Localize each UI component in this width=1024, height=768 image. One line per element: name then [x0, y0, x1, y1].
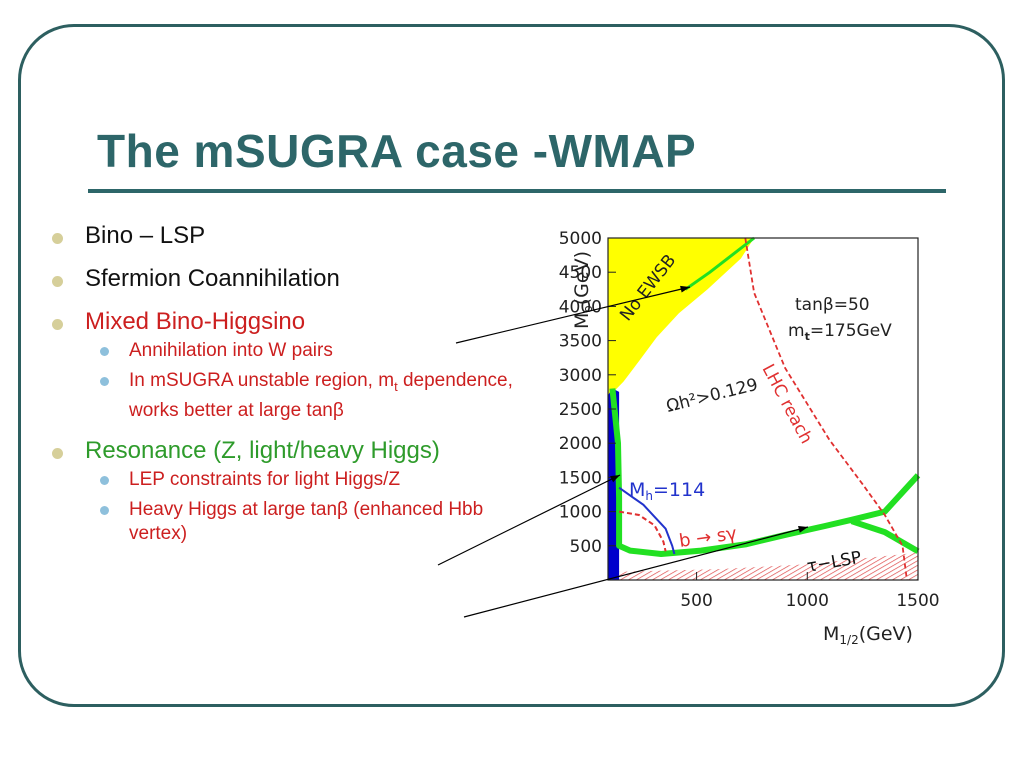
y-tick-label: 2500	[559, 400, 602, 420]
wmap-upper-line	[684, 236, 756, 291]
lhc-reach-line	[744, 237, 908, 581]
x-tick-label: 1000	[786, 591, 829, 611]
mt-label-val: =175GeV	[810, 321, 892, 341]
stau-lsp-region	[619, 552, 918, 580]
sub-bullet-item: Annihilation into W pairs	[47, 339, 517, 363]
sub-bullet-dot	[100, 505, 109, 515]
bsg-curve	[618, 510, 667, 552]
mh-label: Mh=114	[629, 479, 705, 503]
no-ewsb-region	[608, 238, 755, 396]
arrow-resonance-heavy-head	[798, 526, 808, 533]
mt-label: mt=175GeV	[788, 321, 892, 343]
sub-bullet-subscript: t	[394, 378, 398, 394]
bullet-dot	[52, 276, 63, 287]
sub-bullet-item: Heavy Higgs at large tanβ (enhanced Hbb …	[47, 498, 517, 546]
bullet-text: Sfermion Coannihilation	[85, 265, 340, 292]
mh-label-sub: h	[645, 489, 653, 503]
sub-bullet-text: Heavy Higgs at large tanβ (enhanced Hbb …	[129, 498, 484, 544]
title-underline	[88, 189, 946, 193]
y-tick-label: 2000	[559, 434, 602, 454]
slide-title: The mSUGRA case -WMAP	[97, 125, 697, 177]
sub-bullet-text-cont: dependence, works better at large tanβ	[129, 370, 513, 421]
y-tick-label: 1000	[559, 503, 602, 523]
bullet-item: Resonance (Z, light/heavy Higgs) LEP con…	[47, 435, 517, 546]
slide-frame	[18, 24, 1005, 707]
sub-bullet-item: In mSUGRA unstable region, mt dependence…	[47, 369, 517, 423]
bullet-text: Bino – LSP	[85, 222, 206, 249]
sub-bullet-text: Annihilation into W pairs	[129, 340, 333, 361]
arrow-resonance-light	[437, 474, 621, 566]
arrow-mixed-bino-head	[680, 285, 690, 293]
bullet-item: Sfermion Coannihilation	[47, 263, 517, 294]
bullet-item: Bino – LSP	[47, 220, 517, 251]
x-axis-label: M1/2(GeV)	[823, 623, 913, 647]
sub-bullet-dot	[100, 475, 109, 485]
sub-bullet-dot	[100, 377, 109, 386]
y-axis-label-unit: (GeV)	[571, 251, 593, 305]
y-tick-label: 4500	[559, 263, 602, 283]
sub-bullet-text: LEP constraints for light Higgs/Z	[129, 468, 401, 490]
x-axis-label-main: M	[823, 623, 839, 645]
x-axis-label-sub: 1/2	[839, 633, 858, 647]
bullet-dot	[52, 447, 63, 459]
mh-label-val: =114	[653, 479, 705, 501]
y-tick-label: 3000	[559, 366, 602, 386]
y-tick-label: 5000	[559, 229, 602, 249]
bullet-text: Resonance (Z, light/heavy Higgs)	[85, 436, 440, 464]
bullet-dot	[52, 233, 63, 244]
sub-bullet-text: In mSUGRA unstable region, m	[129, 370, 395, 391]
y-axis-label-sub: o	[581, 305, 595, 312]
sub-bullet-item: LEP constraints for light Higgs/Z	[47, 468, 517, 492]
y-tick-label: 4000	[559, 297, 602, 317]
arrow-resonance-heavy	[463, 526, 809, 618]
mt-label-sub: t	[805, 330, 810, 343]
bullet-item: Mixed Bino-Higgsino Annihilation into W …	[47, 306, 517, 423]
x-tick-label: 500	[680, 591, 712, 611]
bullet-dot	[52, 319, 63, 330]
mt-label-main: m	[788, 321, 805, 341]
tanbeta-label: tanβ=50	[795, 295, 870, 315]
y-tick-label: 1500	[559, 468, 602, 488]
y-axis-label-main: M	[571, 313, 593, 329]
y-axis-label: Mo(GeV)	[571, 251, 595, 329]
mh-curve	[618, 486, 676, 555]
y-tick-label: 500	[570, 537, 602, 557]
arrow-resonance-light-head	[610, 475, 620, 483]
wmap-band-line	[609, 388, 921, 557]
y-tick-label: 3500	[559, 332, 602, 352]
arrow-mixed-bino	[455, 286, 691, 344]
wmap-stau-line	[850, 518, 920, 554]
bullet-text: Mixed Bino-Higgsino	[85, 308, 306, 335]
bullet-list: Bino – LSP Sfermion Coannihilation Mixed…	[47, 220, 517, 558]
x-axis-label-unit: (GeV)	[859, 623, 913, 645]
mh-label-main: M	[629, 479, 645, 501]
sub-bullet-dot	[100, 347, 109, 356]
x-tick-label: 1500	[896, 591, 939, 611]
relic-density-label: Ωh²>0.129	[664, 375, 760, 417]
